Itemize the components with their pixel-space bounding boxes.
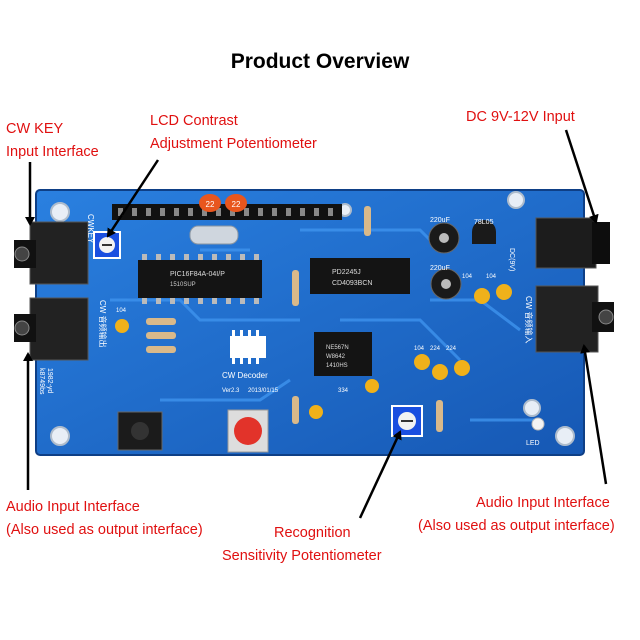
crystal [189,225,239,245]
silk-code-7: 334 [338,388,349,394]
arrow-dc-input [564,129,599,224]
yellow-caps [115,284,512,419]
lcd-contrast-callout: LCD Contrast Adjustment Potentiometer [150,110,317,156]
mcu-code-label: 1510SUP [170,282,196,288]
resistors [146,206,443,432]
left-audio-board-label: CW 音频输出 [98,300,108,348]
recognition-sensitivity-pot [391,405,423,437]
ic3-label: NE567N [326,345,349,351]
red-push-button [227,409,269,453]
ceramic-caps-top [199,194,247,212]
cap1-label: 22 [206,200,215,209]
audio-right-label-line1: Audio Input Interface [476,495,610,511]
audio-right-label-line2: (Also used as output interface) [418,518,615,534]
ic3c-label: 1410HS [326,363,348,369]
cap3-label: 220uF [430,217,450,224]
silk-code-1: 104 [116,308,127,314]
silk-code-6: 224 [446,346,457,352]
ic-ne567 [314,332,372,376]
right-audio-jack [535,285,614,353]
board-date-label: 2013/01/15 [248,388,279,394]
ic2-label: PD2245J [332,269,361,276]
cw-key-callout: CW KEY Input Interface [6,118,99,164]
audio-left-label-line1: Audio Input Interface [6,499,140,515]
arrow-audio-right [580,344,608,485]
ic2b-label: CD4093BCN [332,280,372,287]
lcd-contrast-label-line2: Adjustment Potentiometer [150,136,317,152]
mcu-chip [138,254,262,304]
mounting-holes [50,191,575,446]
cwkey-board-label: CWKEY [86,214,95,244]
left-audio-jack [14,297,89,361]
cap4-label: 220uF [430,265,450,272]
right-audio-board-label: CW 音频输入 [524,296,534,344]
led [531,417,545,431]
cw-key-label-line2: Input Interface [6,144,99,160]
cw-decoder-chip-icon [230,330,266,364]
arrow-lcd-contrast [106,159,160,238]
left-side-text-2: 1982-yd [46,368,53,393]
silk-code-2: 104 [486,274,497,280]
dc-board-label: DC(9V) [508,248,515,271]
led-label: LED [526,440,540,447]
recognition-callout: Recognition Sensitivity Potentiometer [222,522,382,568]
voltage-regulator [472,220,496,244]
silk-code-4: 104 [414,346,425,352]
dc-input-callout: DC 9V-12V Input [466,109,575,125]
silk-code-5: 224 [430,346,441,352]
tactile-switch [117,411,163,451]
cap2-label: 22 [232,200,241,209]
cw-key-label-line1: CW KEY [6,121,64,137]
ic-cd4093 [310,258,410,294]
recognition-label-line1: Recognition [274,525,351,541]
left-side-text-1: k8749bs [38,368,45,395]
audio-right-callout: Audio Input Interface (Also used as outp… [418,492,615,538]
lcd-contrast-pot [93,231,121,259]
mcu-label: PIC16F84A-04I/P [170,271,225,278]
page-title: Product Overview [230,50,410,73]
callout-arrows [23,129,608,519]
dc-power-jack [535,217,610,269]
audio-left-label-line2: (Also used as output interface) [6,522,203,538]
board-version-label: Ver2.3 [222,388,240,394]
arrow-recognition [358,430,402,519]
audio-left-callout: Audio Input Interface (Also used as outp… [6,496,203,542]
electrolytic-caps [428,222,462,300]
recognition-label-line2: Sensitivity Potentiometer [222,548,382,564]
lcd-pin-header [112,204,342,220]
lcd-contrast-label-line1: LCD Contrast [150,113,238,129]
silk-code-3: 104 [462,274,473,280]
reg-label: 78L05 [474,219,494,226]
board-name-label: CW Decoder [222,371,268,380]
ic3b-label: W8642 [326,354,346,360]
left-cwkey-jack [14,221,89,285]
